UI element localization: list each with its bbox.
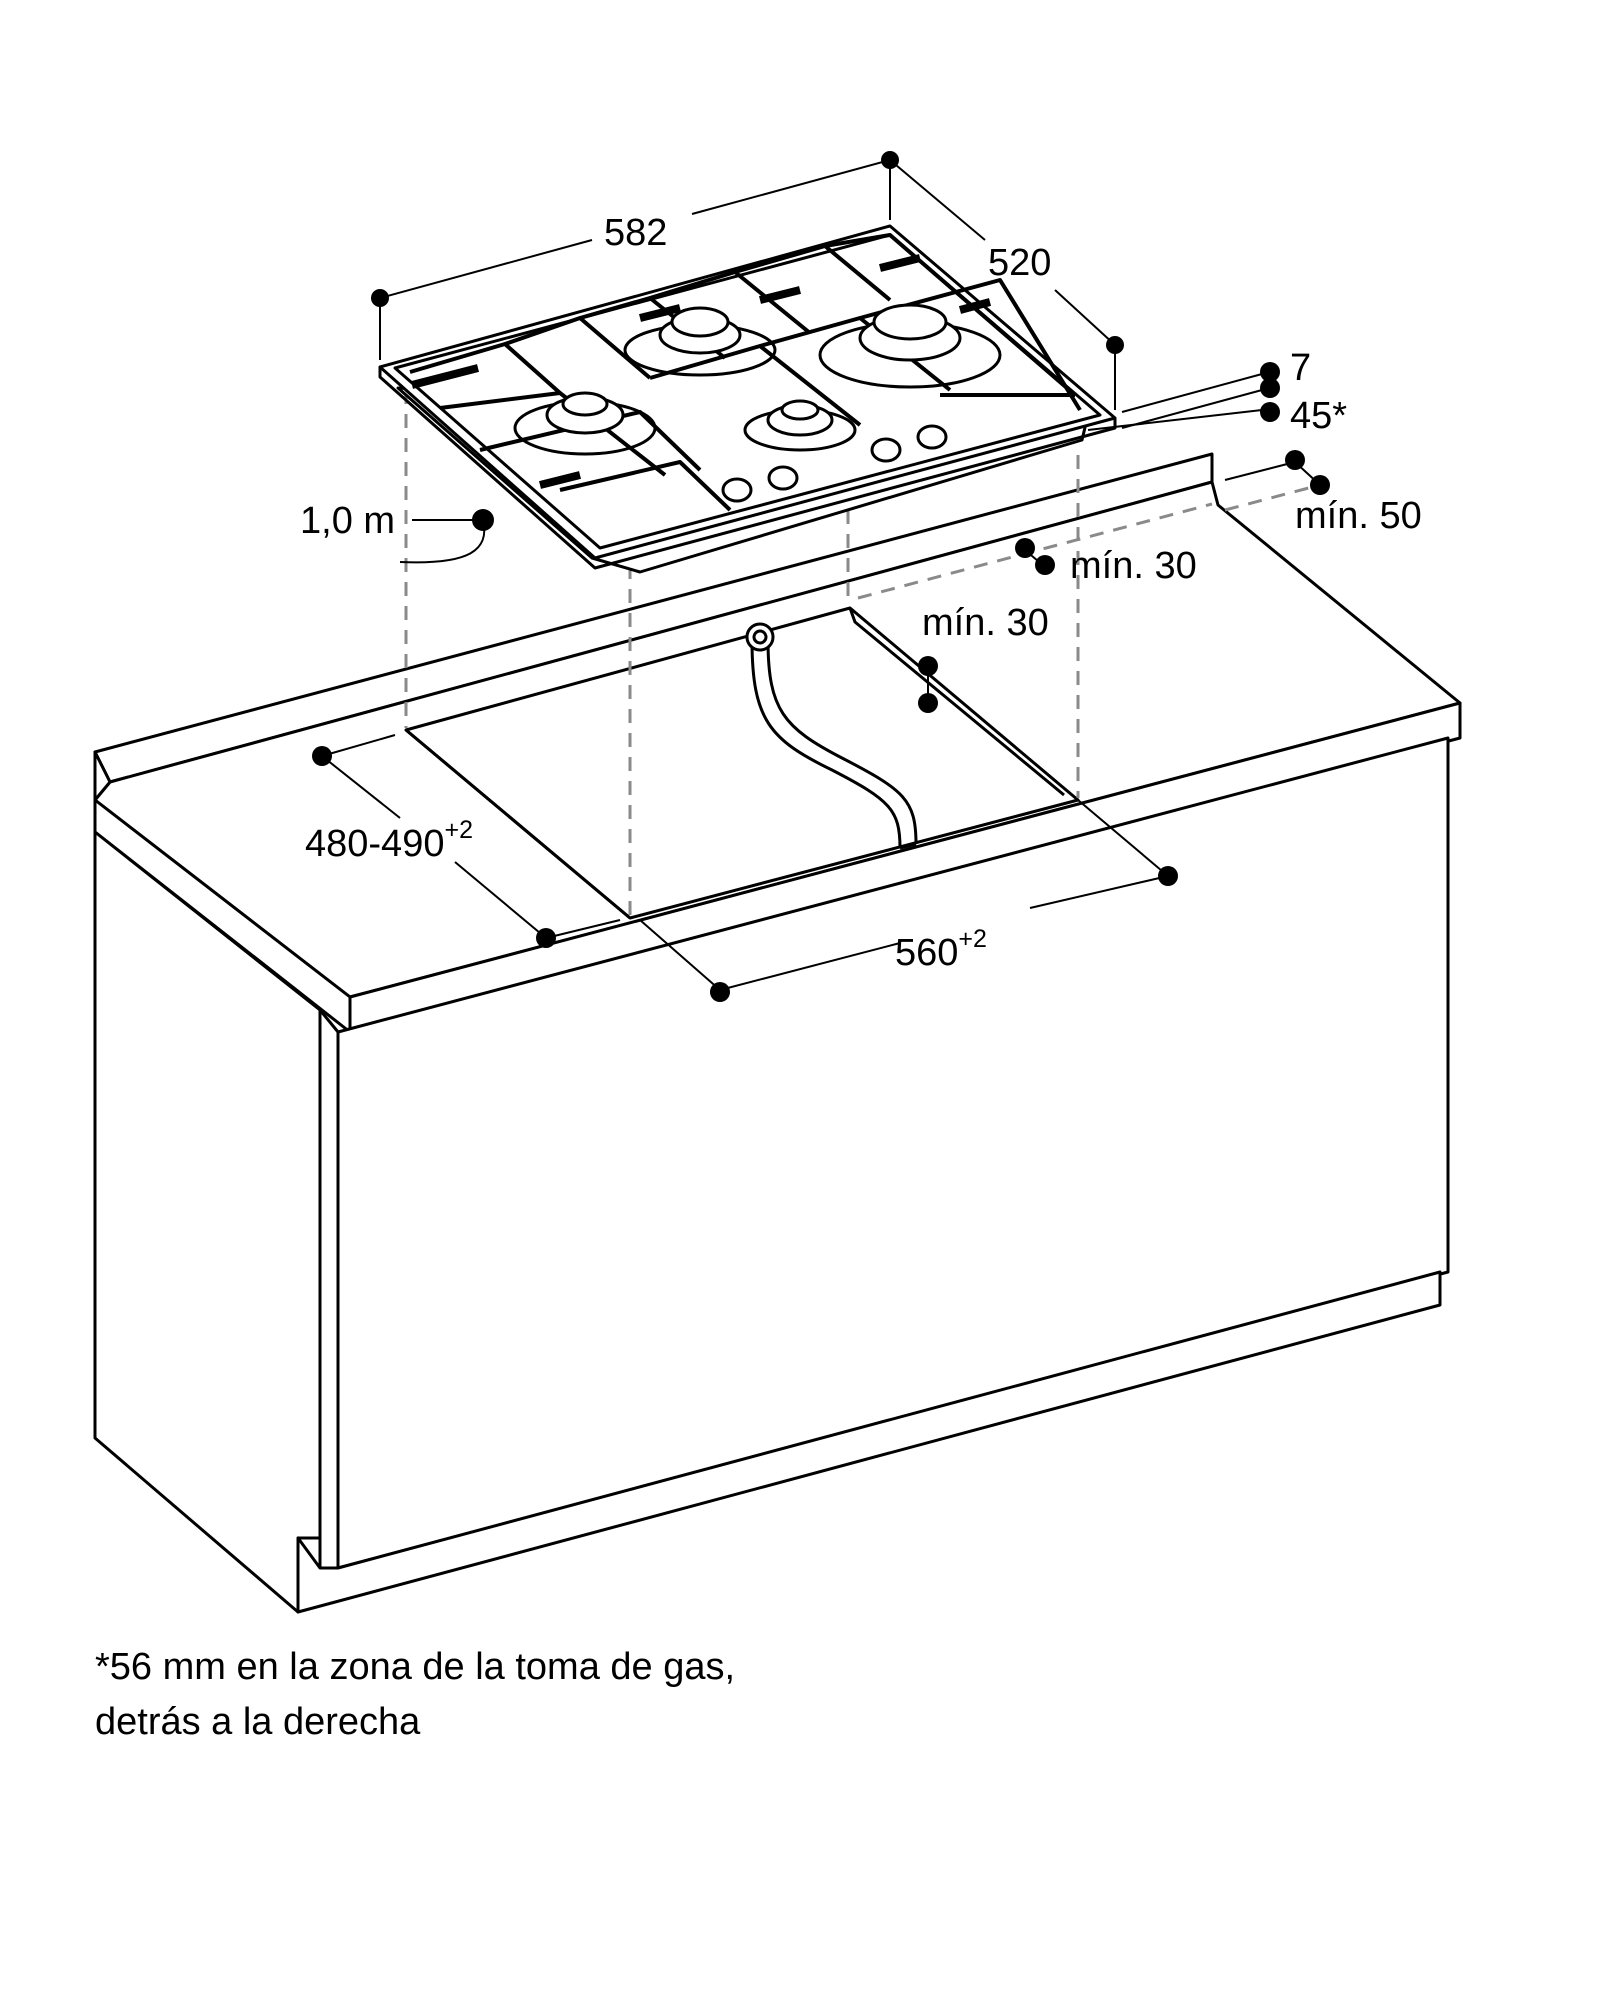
label-hob-height: 45* — [1290, 395, 1347, 437]
cabinet-plinth — [296, 1270, 1442, 1614]
burner-front-left — [513, 391, 657, 456]
burner-front-middle — [743, 399, 857, 452]
label-cutout-depth: 480-490+2 — [305, 816, 473, 865]
burner-rear-middle — [623, 306, 777, 377]
cabinet-front — [336, 736, 1450, 1570]
gas-hob — [378, 224, 1117, 574]
label-cutout-width: 560+2 — [895, 925, 987, 974]
label-rear-min: mín. 50 — [1295, 495, 1422, 537]
dimension-labels: 582 520 7 45* mín. 50 mín. 30 mín. 30 1,… — [300, 212, 1422, 974]
dimension-lines — [321, 159, 1321, 991]
label-hob-width: 582 — [604, 212, 667, 254]
burner-rear-right — [818, 303, 1002, 389]
gas-pipe — [745, 622, 918, 850]
control-knobs — [721, 424, 948, 503]
footnote-line-2: detrás a la derecha — [95, 1701, 421, 1743]
dimension-dots — [312, 151, 1330, 1002]
label-back-min: mín. 30 — [1070, 545, 1197, 587]
label-hob-depth: 520 — [988, 242, 1051, 284]
projection-lines — [404, 390, 1321, 916]
footnote-line-1: *56 mm en la zona de la toma de gas, — [95, 1646, 736, 1688]
label-cable-length: 1,0 m — [300, 500, 395, 542]
label-side-min: mín. 30 — [922, 602, 1049, 644]
label-frame-thickness: 7 — [1290, 347, 1311, 389]
footnote: *56 mm en la zona de la toma de gas, det… — [95, 1640, 1095, 1750]
